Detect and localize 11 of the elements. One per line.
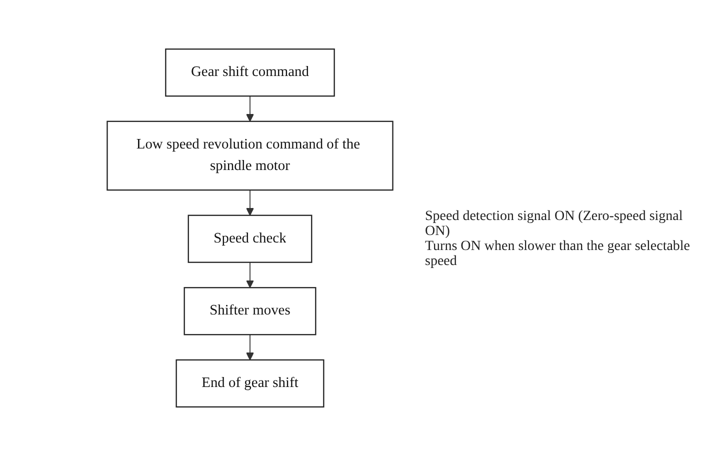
process-box: End of gear shift <box>176 359 324 408</box>
arrow <box>246 96 254 122</box>
note-text: Speed detection signal ON (Zero-speed signal ON) <box>425 208 684 239</box>
process-box: Gear shift command <box>165 48 335 97</box>
note-text: Turns ON when slower than the gear selectable speed <box>425 238 692 269</box>
arrow <box>246 334 254 360</box>
arrow <box>246 190 254 216</box>
process-box: Low speed revolution command of the spindle motor <box>106 120 394 191</box>
process-box: Shifter moves <box>184 287 316 336</box>
arrow <box>246 262 254 288</box>
process-box: Speed check <box>188 214 312 263</box>
